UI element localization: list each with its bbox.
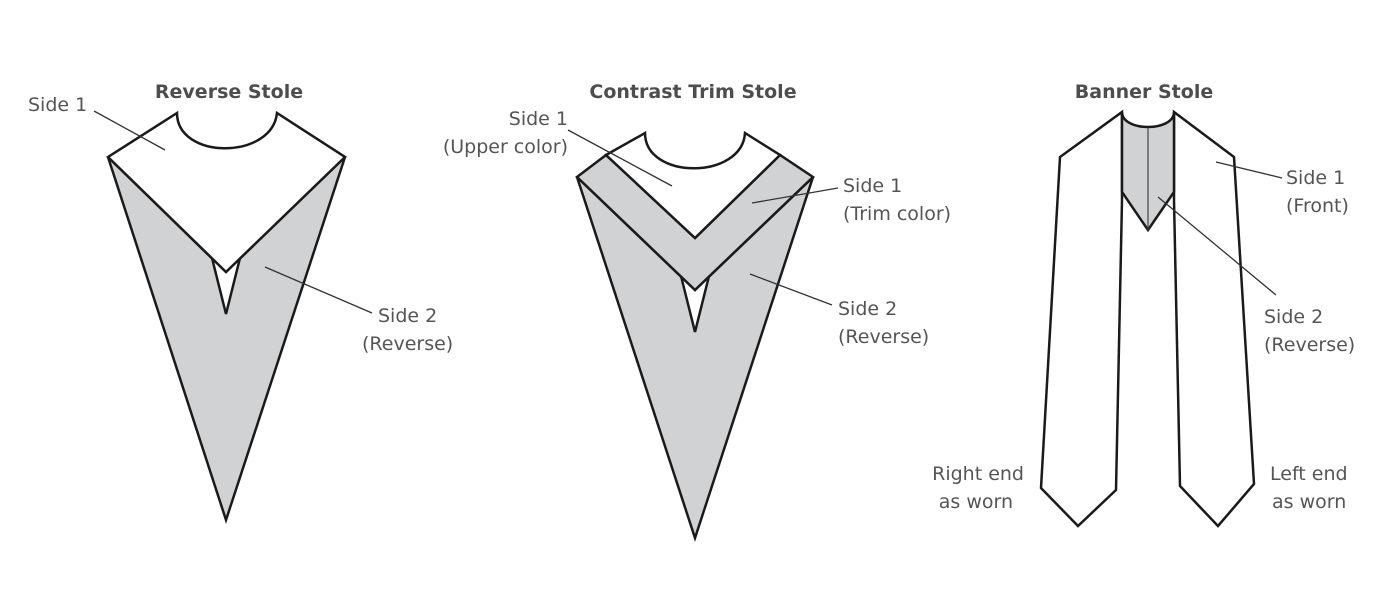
- contrast-trim-stole-upper-label: Side 1: [509, 108, 568, 130]
- banner-stole-right-end-label: Right end: [932, 463, 1024, 485]
- banner-stole-right-end-sublabel: as worn: [939, 491, 1013, 513]
- reverse-stole-side1-label: Side 1: [28, 94, 87, 116]
- banner-stole-front-leader: [1215, 161, 1283, 179]
- contrast-trim-stole-upper-sublabel: (Upper color): [443, 136, 568, 158]
- reverse-stole-title: Reverse Stole: [155, 81, 303, 103]
- banner-stole-left-end-label: Left end: [1270, 463, 1348, 485]
- banner-stole: Banner Stole Side 1 (Front) Side 2 (Reve…: [932, 81, 1355, 528]
- contrast-trim-stole-side2-sublabel: (Reverse): [838, 326, 929, 348]
- contrast-trim-stole-side2-leader: [749, 273, 833, 306]
- reverse-stole-side2-leader: [264, 266, 373, 314]
- banner-stole-left-end-sublabel: as worn: [1272, 491, 1346, 513]
- reverse-stole-side2-sublabel: (Reverse): [362, 333, 453, 355]
- banner-stole-left-end: [1172, 109, 1256, 528]
- reverse-stole-side2-label: Side 2: [378, 305, 437, 327]
- contrast-trim-stole-upper-leader: [567, 129, 673, 187]
- banner-stole-title: Banner Stole: [1075, 81, 1213, 103]
- banner-stole-front-label: Side 1: [1286, 167, 1345, 189]
- contrast-trim-stole-side2-label: Side 2: [838, 298, 897, 320]
- reverse-stole: Reverse Stole Side 1 Side 2 (Reverse): [28, 81, 453, 525]
- banner-stole-right-end: [1039, 109, 1124, 528]
- reverse-stole-side1-shape: [105, 110, 348, 274]
- contrast-trim-stole-title: Contrast Trim Stole: [589, 81, 796, 103]
- contrast-trim-stole-trim-sublabel: (Trim color): [843, 203, 951, 225]
- contrast-trim-stole-upper-shape: [603, 130, 783, 240]
- banner-stole-side2-leader: [1157, 196, 1277, 296]
- reverse-stole-side1-leader: [93, 110, 166, 151]
- banner-stole-front-sublabel: (Front): [1286, 195, 1349, 217]
- banner-stole-side2-label: Side 2: [1264, 306, 1323, 328]
- contrast-trim-stole-trim-label: Side 1: [843, 175, 902, 197]
- contrast-trim-stole-trim-leader: [751, 187, 839, 204]
- banner-stole-side2-sublabel: (Reverse): [1264, 334, 1355, 356]
- contrast-trim-stole: Contrast Trim Stole Side 1 (Upper color)…: [443, 81, 951, 543]
